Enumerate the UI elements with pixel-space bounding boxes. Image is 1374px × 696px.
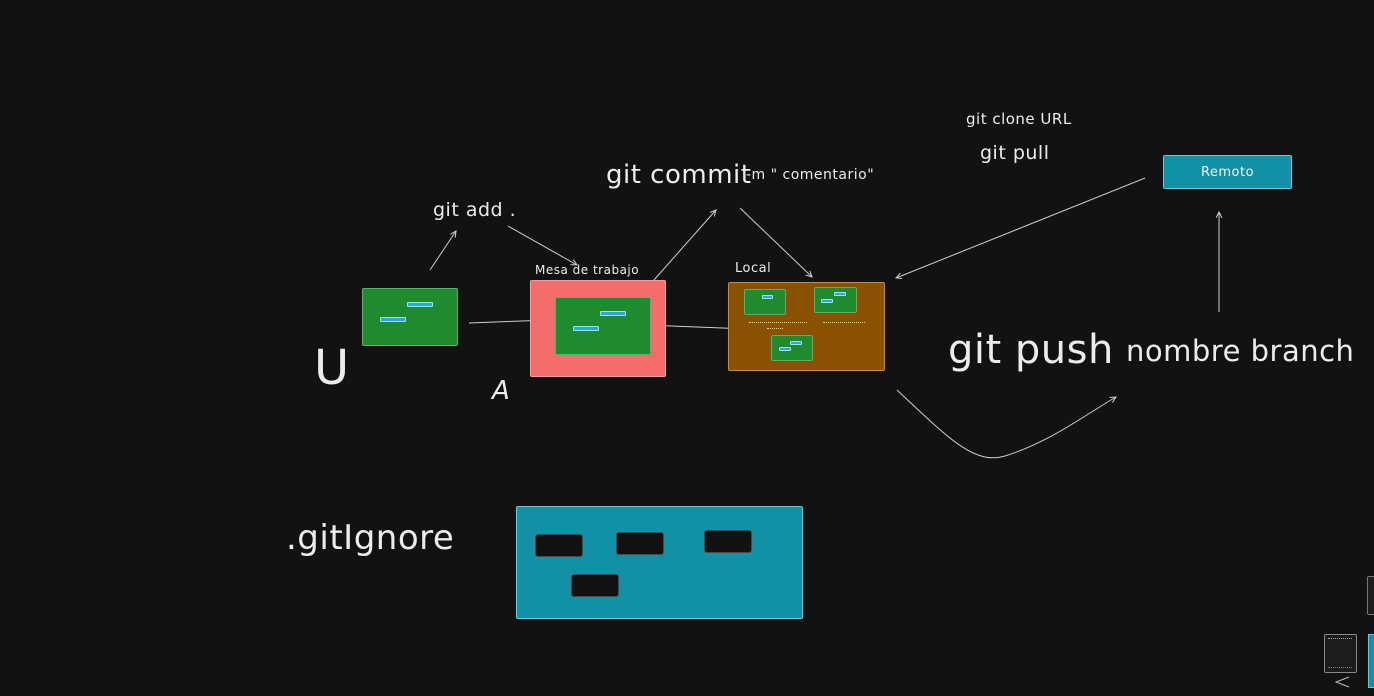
commit-file-box [771,335,813,361]
commit-note [749,322,807,325]
file-line [779,347,791,351]
thumbnail-edge [1368,634,1374,688]
commit-file-box [814,287,857,313]
git-commit-label: git commit [606,160,752,190]
commit-file-box [744,289,786,315]
gitignore-box [516,506,803,619]
remote-label: Remoto [1200,164,1255,180]
thumbnail-edge [1367,576,1374,615]
gitignore-label: .gitIgnore [286,518,455,558]
push-branch-label: nombre branch [1126,334,1355,368]
arrow-add-to-mesa [507,225,577,265]
git-add-label: git add . [433,199,517,221]
commit-note [767,328,783,330]
local-repo-box [728,282,885,371]
file-line [380,317,406,322]
git-clone-label: git clone URL [966,110,1072,128]
mesa-de-trabajo-label: Mesa de trabajo [535,263,640,277]
chevron-left-icon [1334,676,1350,688]
note-lines [1328,638,1352,668]
commit-note [823,322,865,325]
untracked-u-label: U [314,340,350,396]
ignored-file-box [704,530,752,553]
file-line [573,326,599,331]
file-line [821,299,833,303]
added-a-label: A [492,376,511,406]
remote-box: Remoto [1163,155,1292,189]
file-line [834,292,846,296]
file-line [790,341,802,345]
ignored-file-box [571,574,619,597]
arrow-commit-to-local [739,207,812,277]
file-line [600,311,626,316]
ignored-file-box [616,532,664,555]
staging-area-box [530,280,666,377]
arrow-untracked-to-add [429,231,456,271]
thumbnail-note [1324,634,1357,673]
file-line [762,295,773,299]
untracked-file-box [362,288,458,346]
commit-message-label: -m " comentario" [746,167,875,183]
staged-file-box [555,297,651,355]
local-label: Local [735,261,772,276]
arrow-local-push-curve [896,389,1116,459]
arrow-remote-to-local [896,177,1146,278]
git-pull-label: git pull [980,142,1050,164]
ignored-file-box [535,534,583,557]
git-push-label: git push [948,327,1114,373]
file-line [407,302,433,307]
